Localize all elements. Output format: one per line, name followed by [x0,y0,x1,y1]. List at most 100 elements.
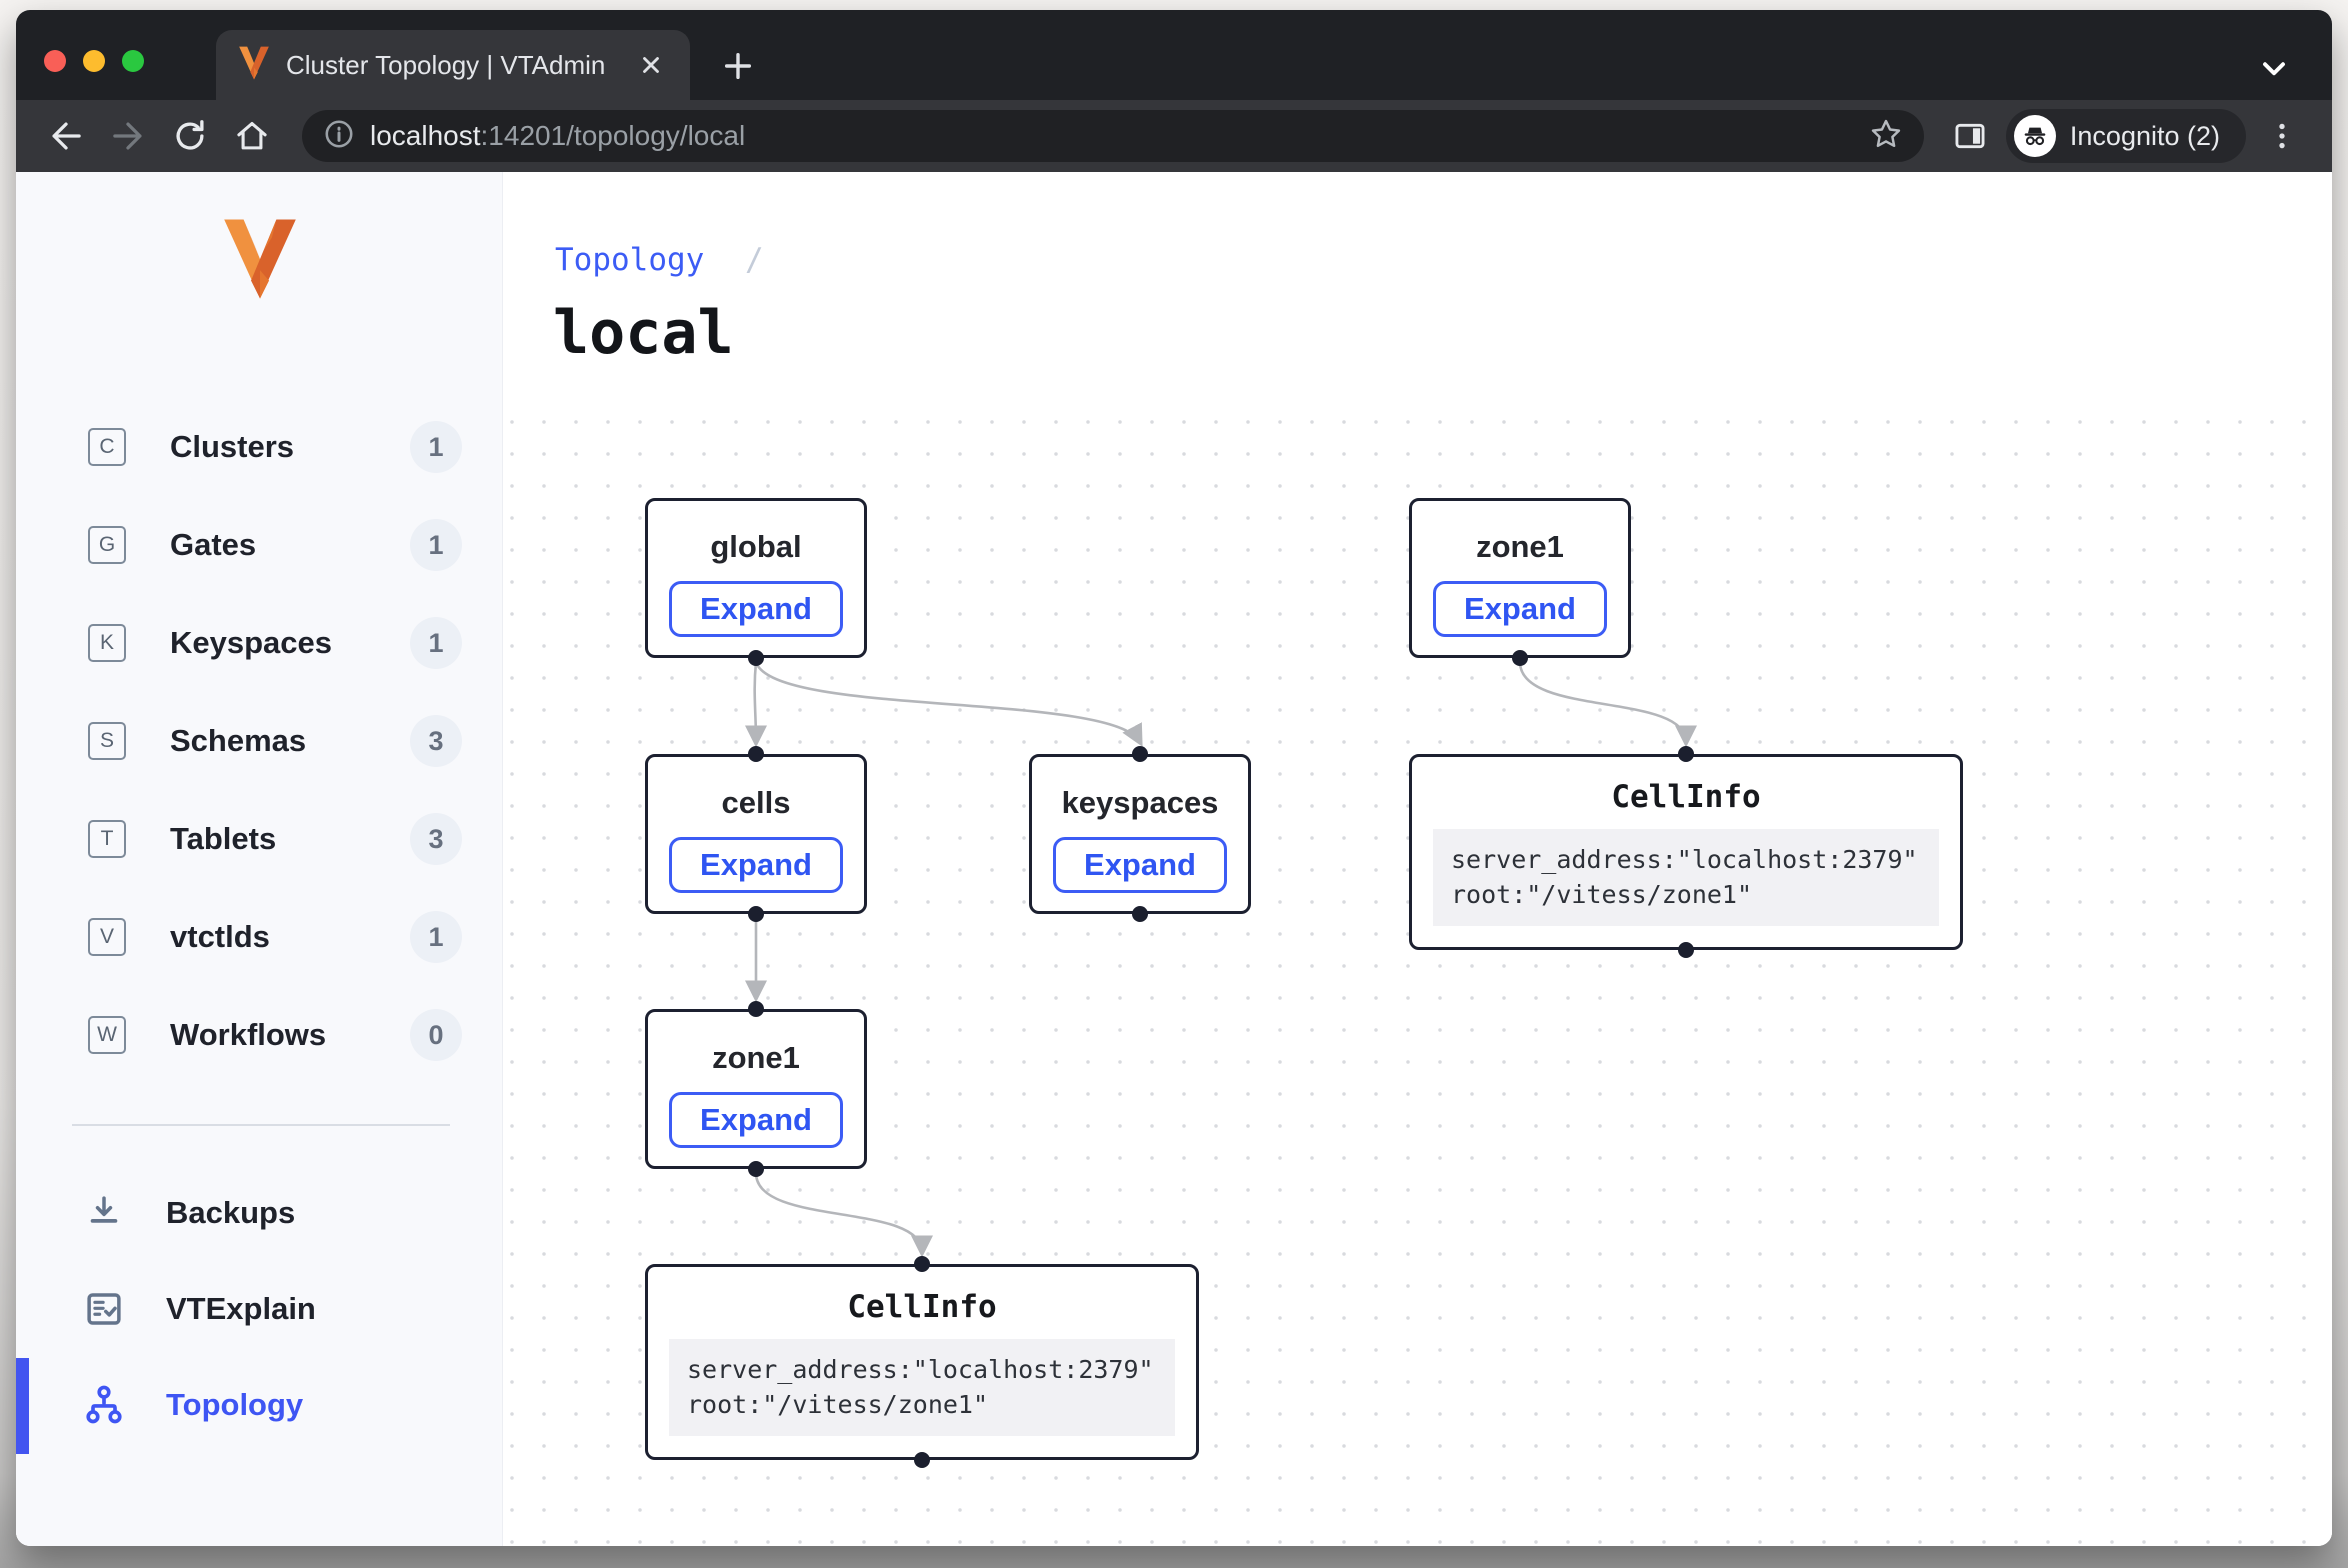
menu-kebab-icon[interactable] [2256,110,2308,162]
node-cellinfo-bottom[interactable]: CellInfo server_address:"localhost:2379"… [645,1264,1199,1460]
count-badge: 0 [410,1009,462,1061]
incognito-badge: Incognito (2) [2005,109,2246,163]
code-line: root:"/vitess/zone1" [1451,879,1753,909]
breadcrumb-topology-link[interactable]: Topology [555,242,705,278]
sidebar-item-label: Clusters [170,429,295,464]
browser-window: Cluster Topology | VTAdmin [16,10,2332,1546]
sidebar-item-label: Topology [166,1387,304,1422]
expand-button[interactable]: Expand [669,1092,843,1148]
node-zone1-right[interactable]: zone1 Expand [1409,498,1631,658]
main-content: Topology / local global Expand zone1 Exp… [503,172,2332,1546]
window-controls [44,50,144,72]
node-title: CellInfo [847,1289,997,1325]
document-check-icon [82,1287,126,1331]
url-path: :14201/topology/local [480,120,746,151]
incognito-label: Incognito (2) [2069,120,2220,151]
sidebar-item-keyspaces[interactable]: K Keyspaces 1 [16,608,502,678]
primary-nav: C Clusters 1 G Gates 1 K Keyspaces 1 S S… [16,412,502,1098]
node-cells[interactable]: cells Expand [645,754,867,914]
count-badge: 1 [410,421,462,473]
schemas-icon: S [88,722,126,760]
code-line: root:"/vitess/zone1" [687,1389,989,1419]
fullscreen-window-button[interactable] [122,50,144,72]
sidebar-item-schemas[interactable]: S Schemas 3 [16,706,502,776]
code-line: server_address:"localhost:2379" [1451,845,1918,874]
reload-button[interactable] [164,110,216,162]
clusters-icon: C [88,428,126,466]
url-host: localhost [370,120,481,151]
sidebar-item-label: Tablets [170,821,277,856]
sidebar-item-label: VTExplain [166,1291,316,1326]
browser-toolbar: localhost:14201/topology/local I [16,100,2332,172]
sidebar-item-label: vtctlds [170,919,270,954]
count-badge: 1 [410,519,462,571]
node-title: CellInfo [1611,779,1761,815]
sidebar-item-label: Schemas [170,723,307,758]
node-title: zone1 [712,1040,800,1075]
expand-button[interactable]: Expand [1433,581,1607,637]
tab-search-chevron-icon[interactable] [2252,46,2296,90]
sidebar-item-vtctlds[interactable]: V vtctlds 1 [16,902,502,972]
cellinfo-code-block: server_address:"localhost:2379" root:"/v… [1433,829,1939,926]
sidebar-item-label: Workflows [170,1017,327,1052]
node-title: cells [721,785,791,820]
gates-icon: G [88,526,126,564]
site-info-icon[interactable] [322,117,356,156]
count-badge: 1 [410,617,462,669]
expand-button[interactable]: Expand [669,837,843,893]
node-title: global [710,529,802,564]
browser-tab[interactable]: Cluster Topology | VTAdmin [216,30,690,100]
new-tab-button[interactable] [716,44,760,88]
sidebar-item-gates[interactable]: G Gates 1 [16,510,502,580]
page-title: local [553,298,734,368]
forward-button[interactable] [102,110,154,162]
node-title: keyspaces [1061,785,1219,820]
vitess-logo [16,218,503,300]
sidebar-item-label: Backups [166,1195,296,1230]
count-badge: 1 [410,911,462,963]
sidebar-item-backups[interactable]: Backups [16,1178,502,1248]
topology-canvas[interactable]: global Expand zone1 Expand cells Expand … [503,392,2332,1546]
sidebar-item-workflows[interactable]: W Workflows 0 [16,1000,502,1070]
tab-title: Cluster Topology | VTAdmin [286,49,606,80]
expand-button[interactable]: Expand [1053,837,1227,893]
node-title: zone1 [1476,529,1564,564]
minimize-window-button[interactable] [83,50,105,72]
vtadmin-app: C Clusters 1 G Gates 1 K Keyspaces 1 S S… [16,172,2332,1546]
sidebar-item-vtexplain[interactable]: VTExplain [16,1274,502,1344]
node-zone1[interactable]: zone1 Expand [645,1009,867,1169]
tablets-icon: T [88,820,126,858]
breadcrumb-separator: / [744,242,764,278]
sidebar-item-topology[interactable]: Topology [16,1370,502,1440]
sidebar-item-label: Gates [170,527,257,562]
workflows-icon: W [88,1016,126,1054]
incognito-icon [2013,115,2056,157]
tab-close-icon[interactable] [634,48,668,82]
sidebar-item-tablets[interactable]: T Tablets 3 [16,804,502,874]
node-keyspaces[interactable]: keyspaces Expand [1029,754,1251,914]
count-badge: 3 [410,813,462,865]
back-button[interactable] [40,110,92,162]
keyspaces-icon: K [88,624,126,662]
tab-strip: Cluster Topology | VTAdmin [16,10,2332,100]
node-cellinfo-right[interactable]: CellInfo server_address:"localhost:2379"… [1409,754,1963,950]
code-line: server_address:"localhost:2379" [687,1355,1154,1384]
side-panel-icon[interactable] [1944,110,1996,162]
sidebar-item-clusters[interactable]: C Clusters 1 [16,412,502,482]
topology-icon [82,1383,126,1427]
breadcrumb: Topology / [555,242,764,278]
count-badge: 3 [410,715,462,767]
expand-button[interactable]: Expand [669,581,843,637]
active-item-indicator [16,1358,29,1454]
url-text: localhost:14201/topology/local [370,120,1854,152]
bookmark-star-icon[interactable] [1868,116,1904,157]
cellinfo-code-block: server_address:"localhost:2379" root:"/v… [669,1339,1175,1436]
sidebar: C Clusters 1 G Gates 1 K Keyspaces 1 S S… [16,172,503,1546]
vtctlds-icon: V [88,918,126,956]
node-global[interactable]: global Expand [645,498,867,658]
home-button[interactable] [226,110,278,162]
download-icon [82,1191,126,1235]
close-window-button[interactable] [44,50,66,72]
url-bar[interactable]: localhost:14201/topology/local [302,110,1924,162]
sidebar-item-label: Keyspaces [170,625,333,660]
